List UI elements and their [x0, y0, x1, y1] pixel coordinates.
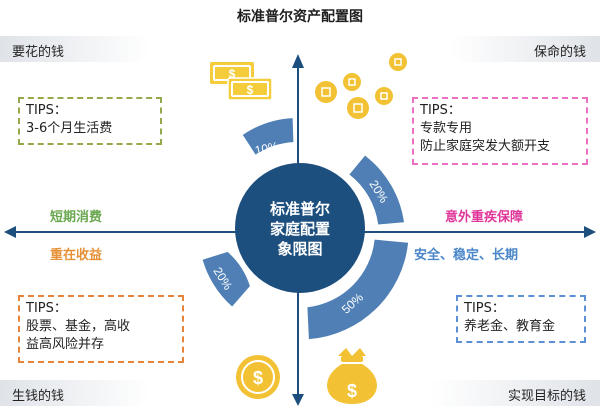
left-arrowhead: [4, 226, 16, 238]
top-arrowhead: [292, 54, 304, 68]
arc-segment-bottom-right: [307, 239, 409, 340]
axis-label-right-top: 意外重疾保障: [445, 210, 524, 225]
tips-box-top-left: TIPS： 3-6个月生活费: [18, 97, 162, 145]
tips-line: TIPS：: [26, 103, 67, 118]
tips-box-bottom-right: TIPS： 养老金、教育金: [456, 295, 586, 343]
tips-line: 3-6个月生活费: [26, 121, 113, 136]
quadrant-label-bg-bottom-left: [0, 380, 150, 406]
tips-line: 防止家庭突发大额开支: [420, 139, 551, 154]
quadrant-label-bg-bottom-right: [430, 380, 600, 406]
quadrant-label-bottom-right: 实现目标的钱: [507, 389, 586, 404]
percent-label-top-left: 10%: [254, 139, 281, 158]
tips-line: 专款专用: [420, 121, 473, 136]
center-line-1: 标准普尔: [269, 200, 330, 218]
money-bag-icon: $: [327, 348, 377, 404]
center-title: 标准普尔 家庭配置 象限图: [255, 199, 345, 259]
quadrant-label-bg-top-left: [0, 36, 150, 62]
svg-text:$: $: [247, 83, 254, 97]
bottom-arrowhead: [292, 394, 304, 406]
tips-box-top-right: TIPS： 专款专用 防止家庭突发大额开支: [412, 97, 588, 165]
center-line-3: 象限图: [277, 240, 323, 258]
axis-label-right-bottom: 安全、稳定、长期: [414, 248, 519, 263]
arc-segment-top-left: [242, 118, 294, 155]
svg-text:$: $: [229, 67, 236, 81]
tips-line: TIPS：: [420, 103, 461, 118]
tips-line: 股票、基金，高收: [26, 319, 131, 334]
quadrant-label-top-left: 要花的钱: [12, 45, 65, 60]
tips-line: TIPS：: [26, 301, 67, 316]
page-title: 标准普尔资产配置图: [237, 9, 363, 25]
axis-label-left-bottom: 重在收益: [50, 248, 103, 263]
tips-line: 养老金、教育金: [464, 319, 556, 334]
center-line-2: 家庭配置: [269, 220, 330, 238]
right-arrowhead: [584, 226, 596, 238]
tips-line: 益高风险并存: [26, 337, 105, 352]
tips-line: TIPS：: [464, 301, 505, 316]
arc-segment-bottom-left: [202, 251, 250, 307]
tips-box-bottom-left: TIPS： 股票、基金，高收 益高风险并存: [18, 295, 184, 363]
dollar-coin-icon: $: [236, 355, 280, 399]
center-circle: [235, 163, 365, 293]
svg-text:$: $: [253, 368, 263, 388]
axis-label-left-top: 短期消费: [50, 210, 103, 225]
dollar-bills-icon: $ $: [210, 62, 273, 101]
quadrant-label-top-right: 保命的钱: [533, 45, 586, 60]
quadrant-label-bg-top-right: [450, 36, 600, 62]
quadrant-label-bottom-left: 生钱的钱: [12, 389, 65, 404]
arc-segment-top-right: [349, 155, 404, 225]
svg-text:$: $: [347, 381, 357, 401]
coins-icon: [315, 53, 407, 119]
